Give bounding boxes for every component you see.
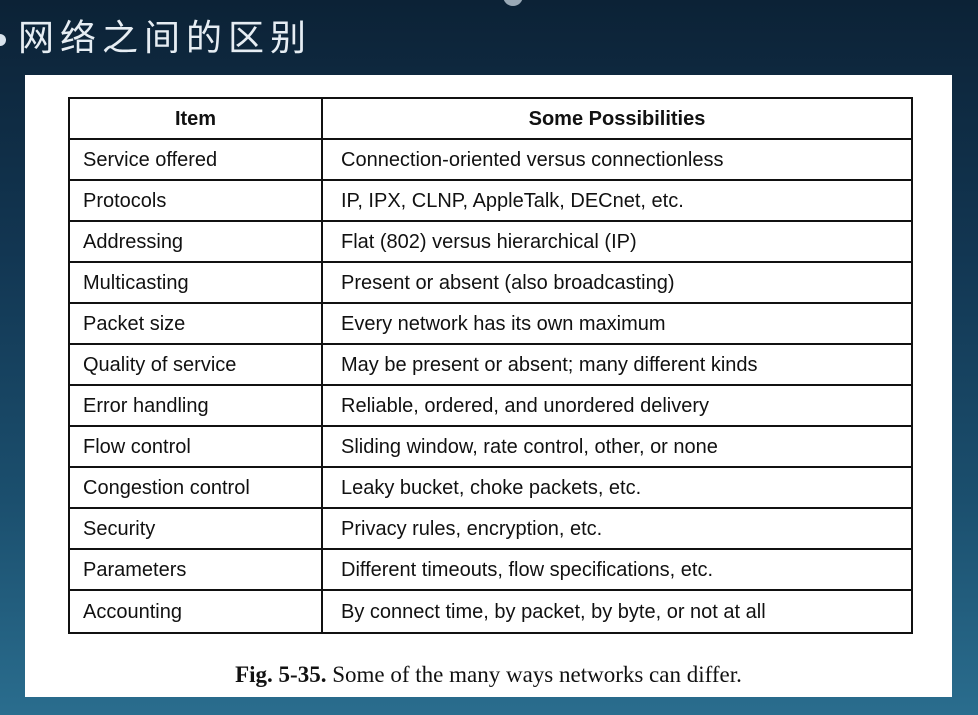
table-row: Quality of service May be present or abs… <box>68 343 913 386</box>
row-possibility: Privacy rules, encryption, etc. <box>321 507 913 550</box>
row-possibility: IP, IPX, CLNP, AppleTalk, DECnet, etc. <box>321 179 913 222</box>
figure-caption: Fig. 5-35. Some of the many ways network… <box>25 660 952 690</box>
row-possibility: Flat (802) versus hierarchical (IP) <box>321 220 913 263</box>
table-row: Parameters Different timeouts, flow spec… <box>68 548 913 591</box>
row-item: Protocols <box>68 179 323 222</box>
table-row: Congestion control Leaky bucket, choke p… <box>68 466 913 509</box>
table-row: Multicasting Present or absent (also bro… <box>68 261 913 304</box>
slide-title: 网络之间的区别 <box>18 18 313 59</box>
table-row: Accounting By connect time, by packet, b… <box>68 589 913 634</box>
table-row: Flow control Sliding window, rate contro… <box>68 425 913 468</box>
row-item: Security <box>68 507 323 550</box>
network-differences-table: Item Some Possibilities Service offered … <box>68 97 913 634</box>
row-item: Multicasting <box>68 261 323 304</box>
row-item: Flow control <box>68 425 323 468</box>
table-row: Security Privacy rules, encryption, etc. <box>68 507 913 550</box>
row-possibility: Sliding window, rate control, other, or … <box>321 425 913 468</box>
row-possibility: Reliable, ordered, and unordered deliver… <box>321 384 913 427</box>
figure-label: Fig. 5-35. <box>235 662 327 687</box>
row-item: Service offered <box>68 138 323 181</box>
title-bullet-icon <box>0 34 6 46</box>
row-item: Congestion control <box>68 466 323 509</box>
figure-caption-text: Some of the many ways networks can diffe… <box>332 662 742 687</box>
table-row: Protocols IP, IPX, CLNP, AppleTalk, DECn… <box>68 179 913 222</box>
header-item: Item <box>68 97 323 140</box>
row-possibility: Connection-oriented versus connectionles… <box>321 138 913 181</box>
row-possibility: By connect time, by packet, by byte, or … <box>321 589 913 634</box>
row-possibility: Present or absent (also broadcasting) <box>321 261 913 304</box>
table-row: Addressing Flat (802) versus hierarchica… <box>68 220 913 263</box>
table-row: Error handling Reliable, ordered, and un… <box>68 384 913 427</box>
row-item: Accounting <box>68 589 323 634</box>
row-possibility: Every network has its own maximum <box>321 302 913 345</box>
table-row: Service offered Connection-oriented vers… <box>68 138 913 181</box>
row-possibility: Leaky bucket, choke packets, etc. <box>321 466 913 509</box>
row-possibility: May be present or absent; many different… <box>321 343 913 386</box>
row-item: Error handling <box>68 384 323 427</box>
figure-panel: Item Some Possibilities Service offered … <box>25 75 952 697</box>
header-possibilities: Some Possibilities <box>321 97 913 140</box>
decorative-circle-icon <box>503 0 523 6</box>
row-item: Addressing <box>68 220 323 263</box>
table-row: Packet size Every network has its own ma… <box>68 302 913 345</box>
row-item: Quality of service <box>68 343 323 386</box>
row-item: Packet size <box>68 302 323 345</box>
row-possibility: Different timeouts, flow specifications,… <box>321 548 913 591</box>
row-item: Parameters <box>68 548 323 591</box>
table-header-row: Item Some Possibilities <box>68 97 913 140</box>
